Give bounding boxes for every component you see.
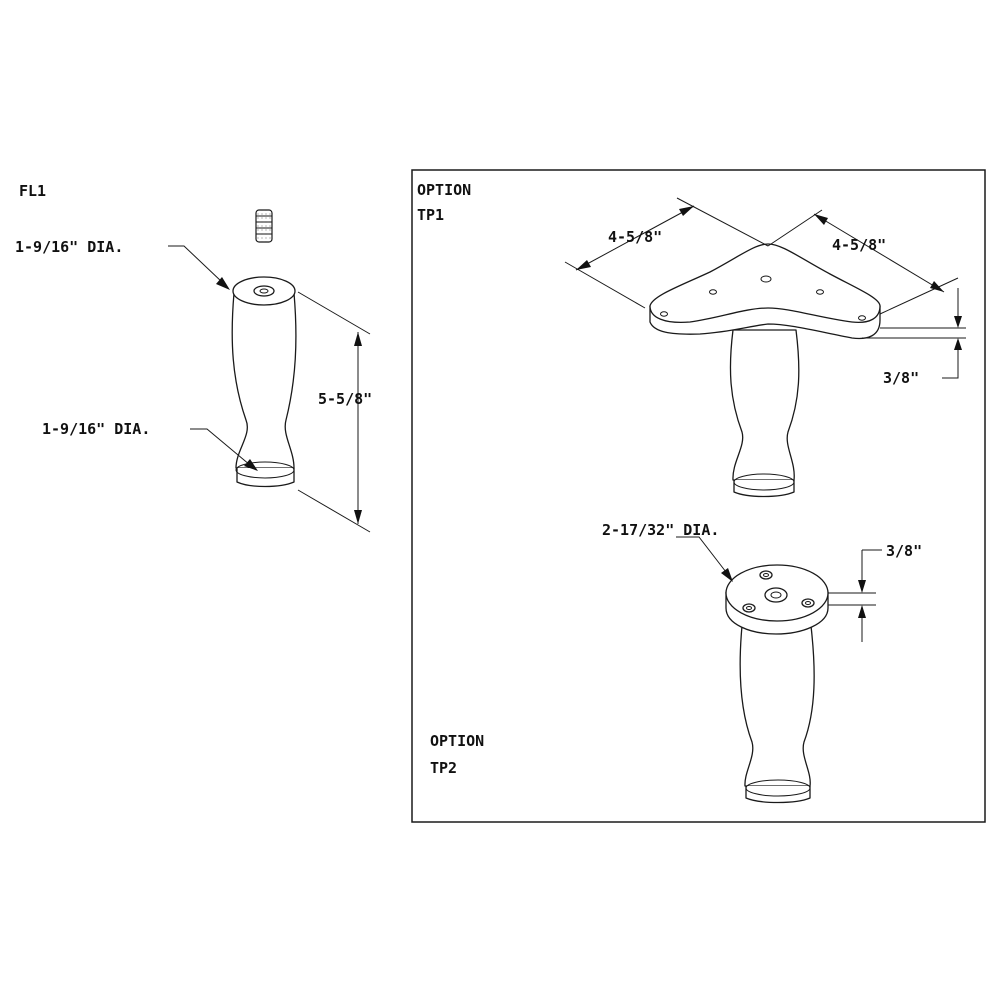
threaded-insert xyxy=(255,209,273,243)
fl1-top-hole xyxy=(253,285,275,297)
fl1-bottom-dia-label: 1-9/16" DIA. xyxy=(42,420,151,438)
tp1-side-b-dimension xyxy=(767,209,959,315)
tp1-title-line1: OPTION xyxy=(417,181,472,199)
fl1-title: FL1 xyxy=(19,182,47,200)
tp2-thickness-dimension xyxy=(828,549,882,642)
fl1-height-label: 5-5/8" xyxy=(318,390,373,408)
tp1-foot xyxy=(733,480,795,498)
fl1-leg xyxy=(231,209,297,488)
fl1-top-dia-label: 1-9/16" DIA. xyxy=(15,238,124,256)
tp2-hole-center xyxy=(764,587,788,603)
tp1-thickness-label: 3/8" xyxy=(883,369,920,387)
tp2-hole xyxy=(759,570,773,580)
tp1-leg-body xyxy=(729,329,800,481)
tp2-leg-body xyxy=(739,625,815,787)
fl1-height-dimension xyxy=(297,291,371,533)
tp2-leg xyxy=(725,564,829,804)
tp1-hole-center xyxy=(760,275,772,283)
tp2-dia-leader xyxy=(676,536,727,573)
tp1-hole xyxy=(709,289,717,295)
tp2-dia-label: 2-17/32" DIA. xyxy=(602,521,720,539)
tp1-hole xyxy=(660,311,668,317)
option-frame xyxy=(411,169,986,823)
fl1-top-dia-leader xyxy=(168,245,223,283)
tp1-hole xyxy=(858,315,866,321)
tp1-plate-top xyxy=(649,243,881,324)
tp1-hole xyxy=(816,289,824,295)
tp2-foot xyxy=(745,786,811,804)
tp2-hole xyxy=(742,603,756,613)
tp1-side-b-label: 4-5/8" xyxy=(832,236,887,254)
tp1-side-a-label: 4-5/8" xyxy=(608,228,663,246)
tp1-title-line2: TP1 xyxy=(417,206,445,224)
tp1-leg xyxy=(649,243,881,498)
fl1-bottom-dia-leader xyxy=(190,428,251,466)
fl1-foot xyxy=(236,468,295,488)
tp1-side-a-dimension xyxy=(564,197,769,309)
fl1-leg-body xyxy=(231,292,297,469)
tp1-thickness-dimension xyxy=(862,288,966,379)
tp2-title-line2: TP2 xyxy=(430,759,458,777)
tp2-hole xyxy=(801,598,815,608)
tp2-title-line1: OPTION xyxy=(430,732,485,750)
tp2-thickness-label: 3/8" xyxy=(886,542,923,560)
